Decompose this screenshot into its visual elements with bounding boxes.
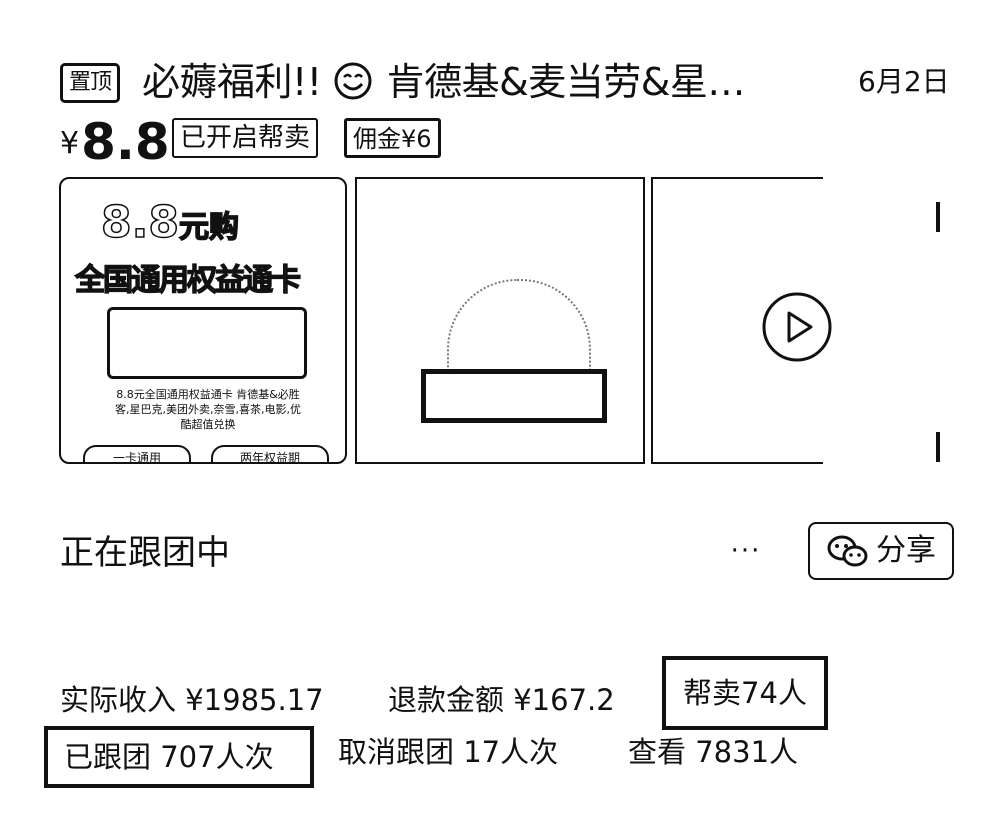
price: ¥8.8 [60,112,170,184]
post-date: 6月2日 [858,65,950,98]
share-button[interactable]: 分享 [808,522,954,580]
group-status: 正在跟团中 [60,533,230,573]
post-title[interactable]: 必薅福利!! 肯德基&麦当劳&星… [142,56,745,108]
next-image-edge [936,202,940,462]
smile-emoji-icon [334,62,372,100]
title-rest: 肯德基&麦当劳&星… [386,60,746,104]
play-video-icon[interactable] [761,291,833,363]
wechat-icon [827,535,868,567]
title-prefix: 必薅福利!! [142,60,322,104]
price-value: 8.8 [81,113,170,171]
product-image-1[interactable]: 8.8元购 全国通用权益通卡 8.8元全国通用权益通卡 肯德基&必胜客,星巴克,… [59,177,347,464]
thumb-card-panel [107,307,307,379]
currency-symbol: ¥ [60,126,80,161]
joined-count[interactable]: 已跟团 707人次 [44,726,314,788]
commission-tag: 佣金¥6 [344,118,441,158]
help-sell-tag: 已开启帮卖 [172,118,319,158]
thumb-pill-right: 两年权益期 [211,445,329,462]
thumb-headline: 8.8元购 [100,196,239,249]
refund-amount: 退款金额 ¥167.2 [388,683,615,717]
thumb-description: 8.8元全国通用权益通卡 肯德基&必胜客,星巴克,美团外卖,奈雪,喜茶,电影,优… [115,388,301,431]
food-bowl-shape [421,369,607,423]
food-dome-shape [447,279,591,371]
thumb-subheadline: 全国通用权益通卡 [74,262,301,298]
helper-count[interactable]: 帮卖74人 [662,656,828,730]
share-label: 分享 [876,533,936,568]
pinned-badge: 置顶 [60,63,121,103]
view-count[interactable]: 查看 7831人 [628,735,799,769]
actual-income: 实际收入 ¥1985.17 [60,683,324,717]
thumb-pill-left: 一卡通用 [83,445,191,462]
cancelled-count[interactable]: 取消跟团 17人次 [338,735,559,769]
product-image-2[interactable] [355,177,645,464]
more-options-button[interactable]: ··· [730,536,762,566]
